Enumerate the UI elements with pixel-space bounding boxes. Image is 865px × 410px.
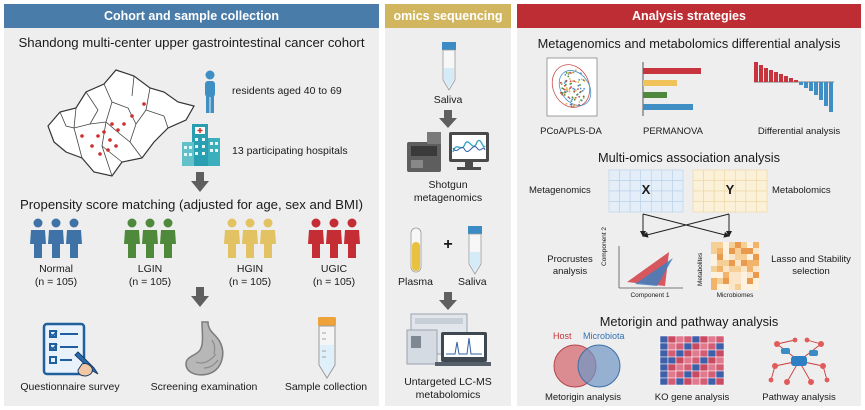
microbiota-label: Microbiota — [583, 331, 625, 341]
metagenomics-label: Metagenomics — [529, 185, 591, 196]
group-size: (n = 105) — [34, 276, 78, 288]
residents-text: residents aged 40 to 69 — [232, 85, 342, 97]
host-label: Host — [553, 331, 572, 341]
resident-icon — [205, 70, 215, 113]
sequencer-icon — [407, 132, 489, 172]
component2-label: Component 2 — [601, 226, 608, 266]
psm-title: Propensity score matching (adjusted for … — [19, 197, 364, 212]
bottom-label-pathway: Pathway analysis — [762, 392, 836, 403]
saliva-label-2: Saliva — [458, 276, 487, 288]
procrustes-plot — [618, 246, 683, 289]
diff-label-differential: Differential analysis — [757, 126, 841, 137]
questionnaire-icon — [42, 322, 99, 377]
lasso-label-1: Lasso and Stability — [771, 254, 851, 265]
metabolites-label: Metabolites — [697, 252, 704, 286]
group-name: HGIN — [236, 263, 264, 275]
plasma-tube-icon — [410, 227, 422, 273]
down-arrow-icon — [191, 172, 209, 192]
omics-panel: omics sequencing Saliva Shotgun metageno… — [385, 4, 511, 406]
hospital-icon — [182, 124, 220, 166]
cohort-header: Cohort and sample collection — [4, 4, 379, 28]
step-label: Questionnaire survey — [20, 381, 120, 393]
procrustes-label-1: Procrustes — [547, 254, 593, 265]
group-name: Normal — [39, 263, 73, 275]
cohort-panel: Cohort and sample collection Shandong mu… — [4, 4, 379, 406]
lcms-label-2: metabolomics — [415, 389, 481, 401]
group-size: (n = 105) — [312, 276, 356, 288]
shandong-map — [47, 69, 195, 177]
pcoa-plot — [546, 57, 598, 117]
saliva-tube-icon — [468, 226, 482, 275]
shotgun-label-1: Shotgun — [428, 179, 468, 191]
down-arrow-icon — [191, 287, 209, 307]
venn-diagram — [553, 344, 621, 388]
y-matrix — [692, 169, 768, 213]
step-label: Sample collection — [284, 381, 368, 393]
analysis-header: Analysis strategies — [517, 4, 861, 28]
bottom-label-metorigin: Metorigin analysis — [544, 392, 622, 403]
step-label: Screening examination — [150, 381, 258, 393]
stomach-icon — [185, 321, 224, 376]
cross-arrows — [640, 213, 732, 238]
group-lgin-icon — [124, 218, 176, 258]
y-matrix-label: Y — [725, 182, 735, 197]
saliva-label: Saliva — [433, 94, 463, 106]
diff-label-permanova: PERMANOVA — [642, 126, 703, 137]
lcms-instrument-icon — [406, 313, 491, 366]
differential-bar-chart — [754, 62, 834, 112]
down-arrow-icon — [439, 292, 457, 310]
group-size: (n = 105) — [228, 276, 272, 288]
group-size: (n = 105) — [128, 276, 172, 288]
lcms-label-1: Untargeted LC-MS — [404, 376, 492, 388]
group-name: UGIC — [320, 263, 348, 275]
metabolomics-label: Metabolomics — [772, 185, 831, 196]
down-arrow-icon — [439, 110, 457, 128]
plus-sign: + — [443, 236, 453, 253]
x-matrix — [608, 169, 684, 213]
microbiomes-label: Microbiomes — [716, 292, 754, 299]
omics-header: omics sequencing — [385, 4, 511, 28]
analysis-panel: Analysis strategies Metagenomics and met… — [517, 4, 861, 406]
ko-gene-heatmap — [659, 335, 725, 386]
diff-label-pcoa: PCoA/PLS-DA — [540, 126, 602, 137]
diff-title: Metagenomics and metabolomics differenti… — [537, 36, 841, 51]
group-ugic-icon — [308, 218, 360, 258]
lasso-heatmap — [711, 242, 759, 290]
pathway-network — [768, 337, 830, 385]
shotgun-label-2: metagenomics — [413, 192, 483, 204]
x-matrix-label: X — [641, 182, 651, 197]
bottom-label-ko: KO gene analysis — [654, 392, 730, 403]
hospitals-text: 13 participating hospitals — [232, 145, 348, 157]
component1-label: Component 1 — [630, 292, 670, 299]
group-hgin-icon — [224, 218, 276, 258]
saliva-tube-icon — [442, 42, 456, 91]
meto-title: Metorigin and pathway analysis — [599, 314, 779, 329]
group-normal-icon — [30, 218, 82, 258]
plasma-label: Plasma — [398, 276, 434, 288]
procrustes-label-2: analysis — [552, 266, 588, 277]
sample-tube-icon — [318, 317, 336, 379]
cohort-title: Shandong multi-center upper gastrointest… — [18, 35, 365, 50]
multi-title: Multi-omics association analysis — [597, 150, 781, 165]
permanova-bar-chart — [642, 62, 701, 116]
group-name: LGIN — [137, 263, 163, 275]
lasso-label-2: selection — [792, 266, 830, 277]
